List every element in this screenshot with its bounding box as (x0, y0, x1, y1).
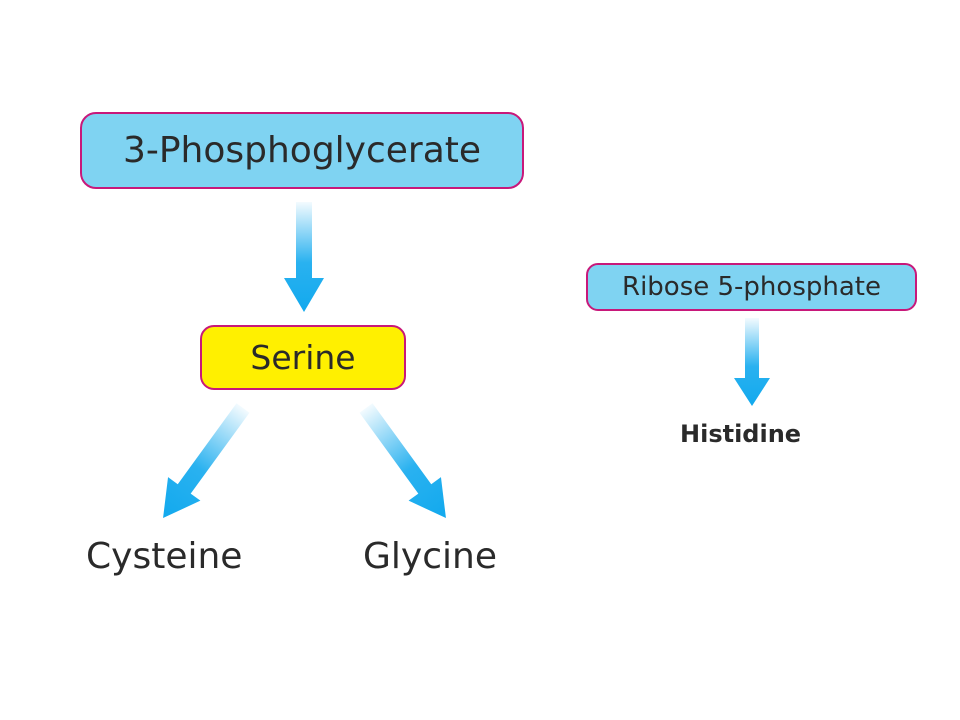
product-histidine: Histidine (680, 420, 802, 448)
node-ribose-5-phosphate: Ribose 5-phosphate (586, 263, 917, 311)
node-ribose-5-phosphate-label: Ribose 5-phosphate (622, 272, 881, 302)
node-serine-label: Serine (250, 338, 356, 377)
product-cysteine: Cysteine (86, 536, 243, 577)
node-serine: Serine (200, 325, 406, 390)
arrow-serine-to-glycine (359, 403, 446, 519)
product-glycine: Glycine (363, 536, 497, 577)
arrow-serine-to-cysteine (163, 403, 250, 519)
node-3-phosphoglycerate-label: 3-Phosphoglycerate (122, 130, 482, 171)
node-3-phosphoglycerate: 3-Phosphoglycerate (80, 112, 524, 189)
arrow-3pg-to-serine (284, 202, 324, 312)
arrow-r5p-to-histidine (734, 318, 770, 406)
